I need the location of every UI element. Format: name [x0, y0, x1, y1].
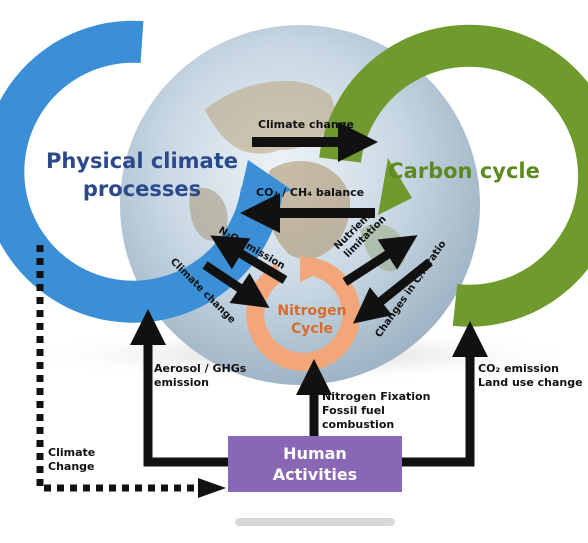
carbon-cycle-label: Carbon cycle: [388, 159, 540, 183]
arrow-aerosol-emission: [130, 309, 228, 467]
carbon-cycle-ring: [319, 24, 588, 327]
link-arrows: [202, 122, 433, 324]
label-climate-change-top: Climate change: [258, 118, 354, 131]
arrow-climate-change-diag: [202, 261, 270, 308]
label-aerosol-line1: Aerosol / GHGs: [154, 362, 247, 375]
dotted-climate-change-line: [36, 245, 198, 492]
physical-climate-label-line1: Physical climate: [46, 149, 238, 173]
label-co2-ch4-balance: CO₂ / CH₄ balance: [256, 186, 364, 199]
human-activities-box: [228, 436, 402, 492]
human-activities-label-line1: Human: [283, 444, 347, 463]
human-activities-label-line2: Activities: [273, 465, 357, 484]
nitrogen-cycle-label-line2: Cycle: [291, 321, 333, 337]
nitrogen-cycle-label-line1: Nitrogen: [277, 303, 346, 319]
label-co2-emission-line2: Land use change: [478, 376, 583, 389]
label-climate-change-left-line1: Climate: [48, 446, 95, 459]
label-aerosol-line2: emission: [154, 376, 209, 389]
arrow-changes-cn-ratio: [352, 258, 433, 324]
label-co2-emission-line1: CO₂ emission: [478, 362, 559, 375]
arrow-nutrient-limitation: [342, 235, 418, 286]
label-nitrogen-fixation-line1: Nitrogen Fixation: [322, 390, 430, 403]
label-nitrogen-fixation-line2: Fossil fuel: [322, 404, 385, 417]
label-climate-change-left-line2: Change: [48, 460, 95, 473]
human-connectors: [36, 245, 488, 498]
arrow-n2o-emission: [210, 235, 288, 284]
arrow-co2-emission: [402, 321, 488, 467]
label-nitrogen-fixation-line3: combustion: [322, 418, 394, 431]
bottom-shadow: [235, 518, 395, 526]
physical-climate-label-line2: processes: [83, 177, 201, 201]
